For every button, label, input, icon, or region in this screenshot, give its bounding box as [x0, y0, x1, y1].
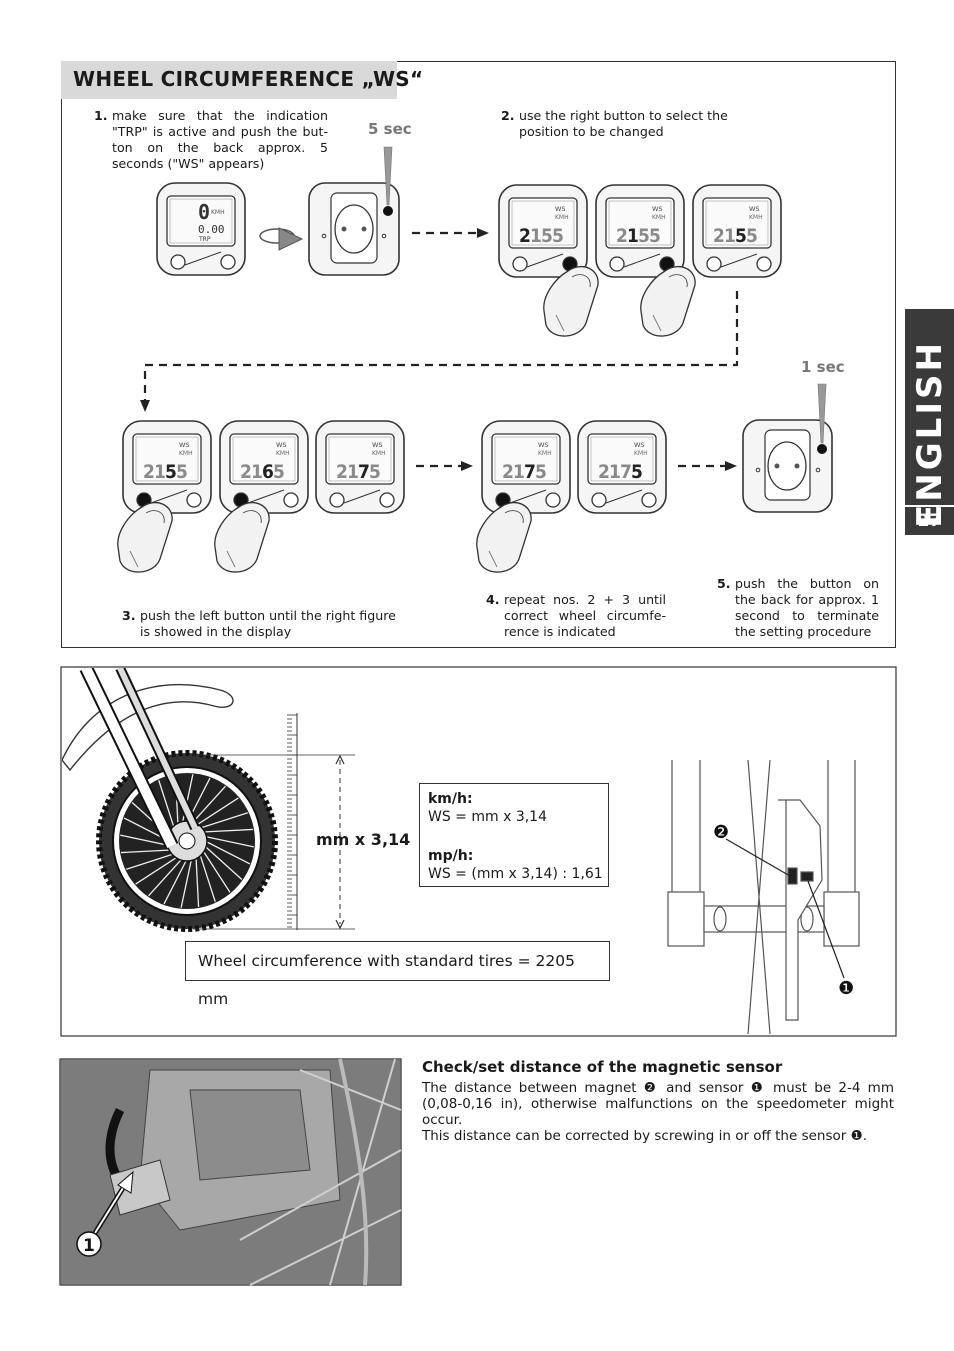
setting-procedure-panel [61, 61, 896, 648]
digit-3: 7 [620, 461, 632, 483]
standard-circumference-note: Wheel circumference with standard tires … [185, 941, 610, 1008]
digit-4: 5 [535, 461, 547, 483]
step-3: 3. push the left button until the right … [122, 608, 396, 639]
computer-back-1s [742, 383, 833, 513]
svg-text:WS: WS [634, 441, 645, 449]
digit-3: 5 [541, 225, 553, 247]
svg-text:0: 0 [198, 200, 210, 224]
digit-3: 7 [358, 461, 370, 483]
digit-4: 5 [631, 461, 643, 483]
tab-divider [905, 505, 954, 507]
digit-1: 2 [713, 225, 725, 247]
digit-2: 1 [627, 225, 639, 247]
digit-1: 2 [519, 225, 531, 247]
digit-2: 1 [724, 225, 736, 247]
mph-heading: mp/h: [428, 848, 474, 864]
page-title: WHEEL CIRCUMFERENCE „WS“ [73, 67, 424, 91]
digit-3: 7 [524, 461, 536, 483]
magnet-marker: ❷ [713, 822, 729, 843]
step-5: 5. push the button on the back for appro… [717, 576, 879, 639]
kmh-formula: WS = mm x 3,14 [428, 809, 547, 825]
formula-box: km/h: WS = mm x 3,14 mp/h: WS = (mm x 3,… [419, 783, 609, 887]
digit-2: 1 [530, 225, 542, 247]
digit-1: 2 [598, 461, 610, 483]
svg-text:KMH: KMH [538, 450, 552, 457]
sensor-photo: 1 [59, 1058, 402, 1286]
digit-2: 1 [347, 461, 359, 483]
svg-text:KMH: KMH [652, 214, 666, 221]
digit-1: 2 [502, 461, 514, 483]
sensor-marker: ❶ [838, 978, 854, 999]
computer-back-5s [308, 146, 400, 276]
svg-text:KMH: KMH [276, 450, 290, 457]
step-1: 1. make sure that the indication "TRP" i… [94, 108, 328, 171]
photo-marker: 1 [83, 1236, 95, 1256]
turn-over-arrow [259, 227, 304, 251]
one-second-label: 1 sec [801, 358, 845, 376]
svg-text:KMH: KMH [372, 450, 386, 457]
digit-3: 5 [638, 225, 650, 247]
svg-text:0.00: 0.00 [198, 223, 225, 236]
title-band [61, 61, 397, 99]
svg-text:WS: WS [276, 441, 287, 449]
kmh-heading: km/h: [428, 791, 473, 807]
svg-text:KMH: KMH [211, 209, 225, 216]
svg-text:KMH: KMH [749, 214, 763, 221]
digit-1: 2 [240, 461, 252, 483]
wheel-drawing [62, 668, 278, 932]
digit-4: 5 [176, 461, 188, 483]
sensor-paragraph-2: This distance can be corrected by screwi… [422, 1128, 868, 1144]
digit-2: 1 [154, 461, 166, 483]
digit-4: 5 [369, 461, 381, 483]
svg-text:WS: WS [652, 205, 663, 213]
digit-3: 6 [262, 461, 274, 483]
digit-4: 5 [746, 225, 758, 247]
language-tab [905, 309, 954, 535]
svg-text:WS: WS [179, 441, 190, 449]
five-seconds-label: 5 sec [368, 120, 412, 138]
digit-4: 5 [649, 225, 661, 247]
sensor-paragraph-1: The distance between magnet ❷ and sensor… [422, 1080, 894, 1128]
dashed-arrows [140, 228, 739, 471]
sensor-heading: Check/set distance of the magnetic senso… [422, 1058, 783, 1076]
digit-3: 5 [165, 461, 177, 483]
digit-4: 5 [552, 225, 564, 247]
page-number: 27 [917, 511, 942, 531]
svg-text:KMH: KMH [179, 450, 193, 457]
computer-front-trp: 0 KMH 0.00 TRP [156, 182, 246, 276]
digit-2: 1 [251, 461, 263, 483]
step-2: 2. use the right button to select the po… [501, 108, 728, 139]
digit-2: 1 [513, 461, 525, 483]
digit-1: 2 [616, 225, 628, 247]
digit-1: 2 [336, 461, 348, 483]
svg-text:WS: WS [372, 441, 383, 449]
svg-text:WS: WS [555, 205, 566, 213]
svg-text:WS: WS [538, 441, 549, 449]
wheel-panel [60, 666, 897, 1037]
digit-2: 1 [609, 461, 621, 483]
svg-text:WS: WS [749, 205, 760, 213]
fork-sensor-drawing [667, 759, 860, 1035]
svg-text:KMH: KMH [634, 450, 648, 457]
digit-4: 5 [273, 461, 285, 483]
svg-text:TRP: TRP [198, 236, 211, 243]
measure-label: mm x 3,14 [316, 830, 411, 849]
digit-3: 5 [735, 225, 747, 247]
svg-text:KMH: KMH [555, 214, 569, 221]
mph-formula: WS = (mm x 3,14) : 1,61 [428, 866, 603, 882]
measure-ruler [193, 713, 355, 930]
step-4: 4. repeat nos. 2 + 3 until correct wheel… [486, 592, 666, 639]
digit-1: 2 [143, 461, 155, 483]
